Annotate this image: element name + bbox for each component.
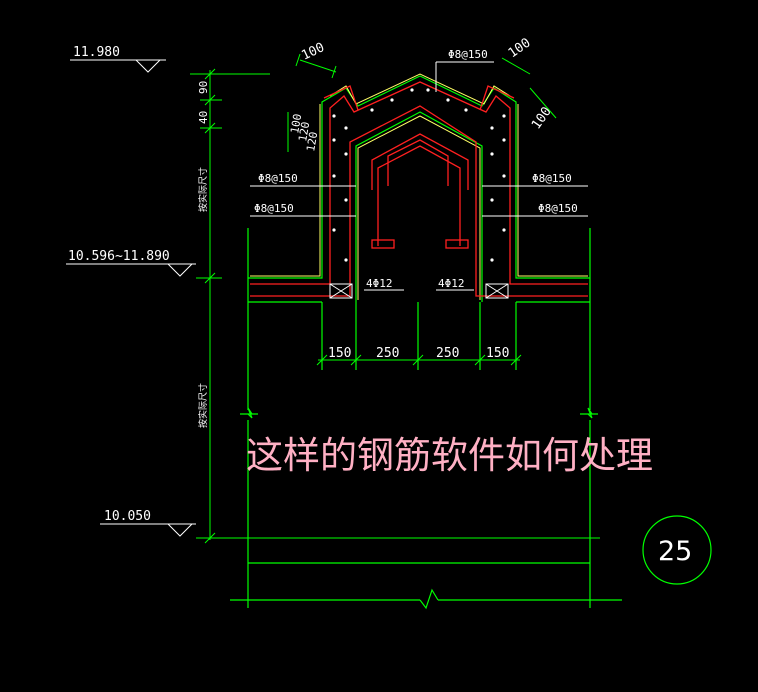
detail-circle xyxy=(642,515,712,585)
dim-small-a: 100 xyxy=(288,113,304,135)
rebar-label-left-upper: Φ8@150 xyxy=(258,172,298,185)
detail-number: 25 xyxy=(658,536,692,567)
dim-small-c: 120 xyxy=(304,131,320,153)
dim-zone-upper: 按实际尺寸 xyxy=(197,167,209,212)
elevation-bottom-label: 10.050 xyxy=(104,509,151,524)
elevation-mark-top: 11.980 xyxy=(70,45,166,73)
dim-bottom-4: 150 xyxy=(486,346,509,361)
dim-zone-lower: 按实际尺寸 xyxy=(197,383,209,428)
elevation-middle-label: 10.596~11.890 xyxy=(68,249,170,264)
elevation-mark-bottom: 10.050 xyxy=(100,509,196,537)
dim-roof-right-top: 100 xyxy=(506,36,534,62)
rebar-label-ridge: Φ8@150 xyxy=(448,48,488,61)
structure-outline xyxy=(230,75,622,610)
dim-small-b: 120 xyxy=(296,121,312,143)
elevation-top-label: 11.980 xyxy=(73,45,120,60)
left-dimension-chain xyxy=(190,68,600,544)
rebar-label-left-lower: Φ8@150 xyxy=(254,202,294,215)
elevation-mark-middle: 10.596~11.890 xyxy=(66,249,196,277)
dim-bottom-2: 250 xyxy=(376,346,399,361)
rebar-label-right-upper: Φ8@150 xyxy=(532,172,572,185)
rebar-lines xyxy=(250,81,588,297)
dim-bottom-1: 150 xyxy=(328,346,351,361)
roof-dimension-lines xyxy=(287,53,557,152)
caption-text: 这样的钢筋软件如何处理 xyxy=(246,434,653,477)
dim-roof-right-side: 100 xyxy=(529,104,555,132)
dim-40: 40 xyxy=(197,111,210,124)
rebar-label-right-lower: Φ8@150 xyxy=(538,202,578,215)
rebar-label-left-bottom: 4Φ12 xyxy=(366,277,393,290)
inner-face-lines xyxy=(250,73,588,300)
dim-bottom-3: 250 xyxy=(436,346,459,361)
rebar-label-right-bottom: 4Φ12 xyxy=(438,277,465,290)
dim-roof-left: 100 xyxy=(299,40,327,64)
corner-columns xyxy=(329,283,509,299)
rebar-dots xyxy=(332,88,506,262)
dim-90: 90 xyxy=(197,81,210,94)
rebar-leaders xyxy=(250,61,588,291)
bottom-dimension-chain xyxy=(316,354,522,366)
